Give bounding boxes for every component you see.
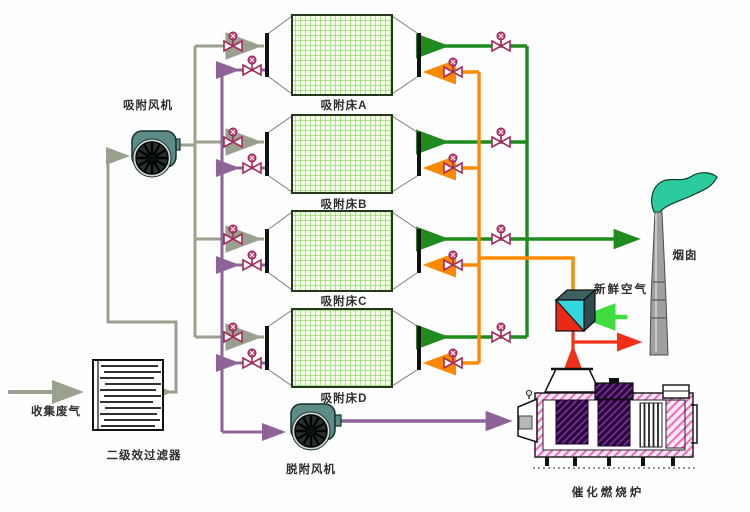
label-bed-b: 吸附床B bbox=[320, 199, 368, 211]
valve-icon bbox=[223, 322, 243, 343]
valve-icon bbox=[242, 348, 262, 369]
valve-icon bbox=[242, 153, 262, 174]
desorption-fan-icon bbox=[289, 402, 342, 452]
adsorption-bed-d bbox=[265, 308, 421, 388]
label-filter: 二级效过滤器 bbox=[106, 450, 182, 462]
valve-icon bbox=[223, 127, 243, 148]
valve-icon bbox=[443, 348, 463, 369]
valve-icon bbox=[443, 57, 463, 78]
adsorption-bed-a bbox=[265, 14, 421, 96]
label-fresh-air: 新鲜空气 bbox=[594, 284, 648, 296]
label-bed-c: 吸附床C bbox=[320, 296, 368, 308]
label-bed-a: 吸附床A bbox=[320, 100, 368, 112]
adsorption-bed-c bbox=[265, 210, 421, 292]
valve-icon bbox=[491, 224, 511, 245]
label-adsorption-fan: 吸附风机 bbox=[123, 100, 173, 112]
valve-icon bbox=[443, 153, 463, 174]
valve-icon bbox=[491, 127, 511, 148]
valve-icon bbox=[491, 322, 511, 343]
label-collect-gas: 收集废气 bbox=[31, 406, 81, 418]
valve-icon bbox=[223, 31, 243, 52]
label-bed-d: 吸附床D bbox=[320, 393, 368, 405]
valve-icon bbox=[223, 224, 243, 245]
valve-icon bbox=[242, 250, 262, 271]
label-chimney: 烟囱 bbox=[672, 250, 698, 262]
adsorption-fan-icon bbox=[130, 129, 181, 179]
catalytic-furnace-icon bbox=[517, 367, 698, 469]
plume bbox=[651, 172, 718, 214]
air-mixing-box-icon bbox=[554, 288, 597, 333]
flue-gas-pipes bbox=[561, 331, 643, 377]
valve-icon bbox=[491, 31, 511, 52]
label-furnace: 催化燃烧炉 bbox=[571, 487, 645, 499]
adsorption-bed-b bbox=[265, 114, 421, 194]
valve-icon bbox=[242, 55, 262, 76]
hot-air-pipes bbox=[422, 59, 575, 376]
label-desorption-fan: 脱附风机 bbox=[286, 464, 336, 476]
panel-filter-icon bbox=[92, 359, 164, 431]
clean-gas-pipes bbox=[415, 33, 641, 350]
valve-icon bbox=[443, 250, 463, 271]
stack-icon bbox=[649, 172, 718, 356]
